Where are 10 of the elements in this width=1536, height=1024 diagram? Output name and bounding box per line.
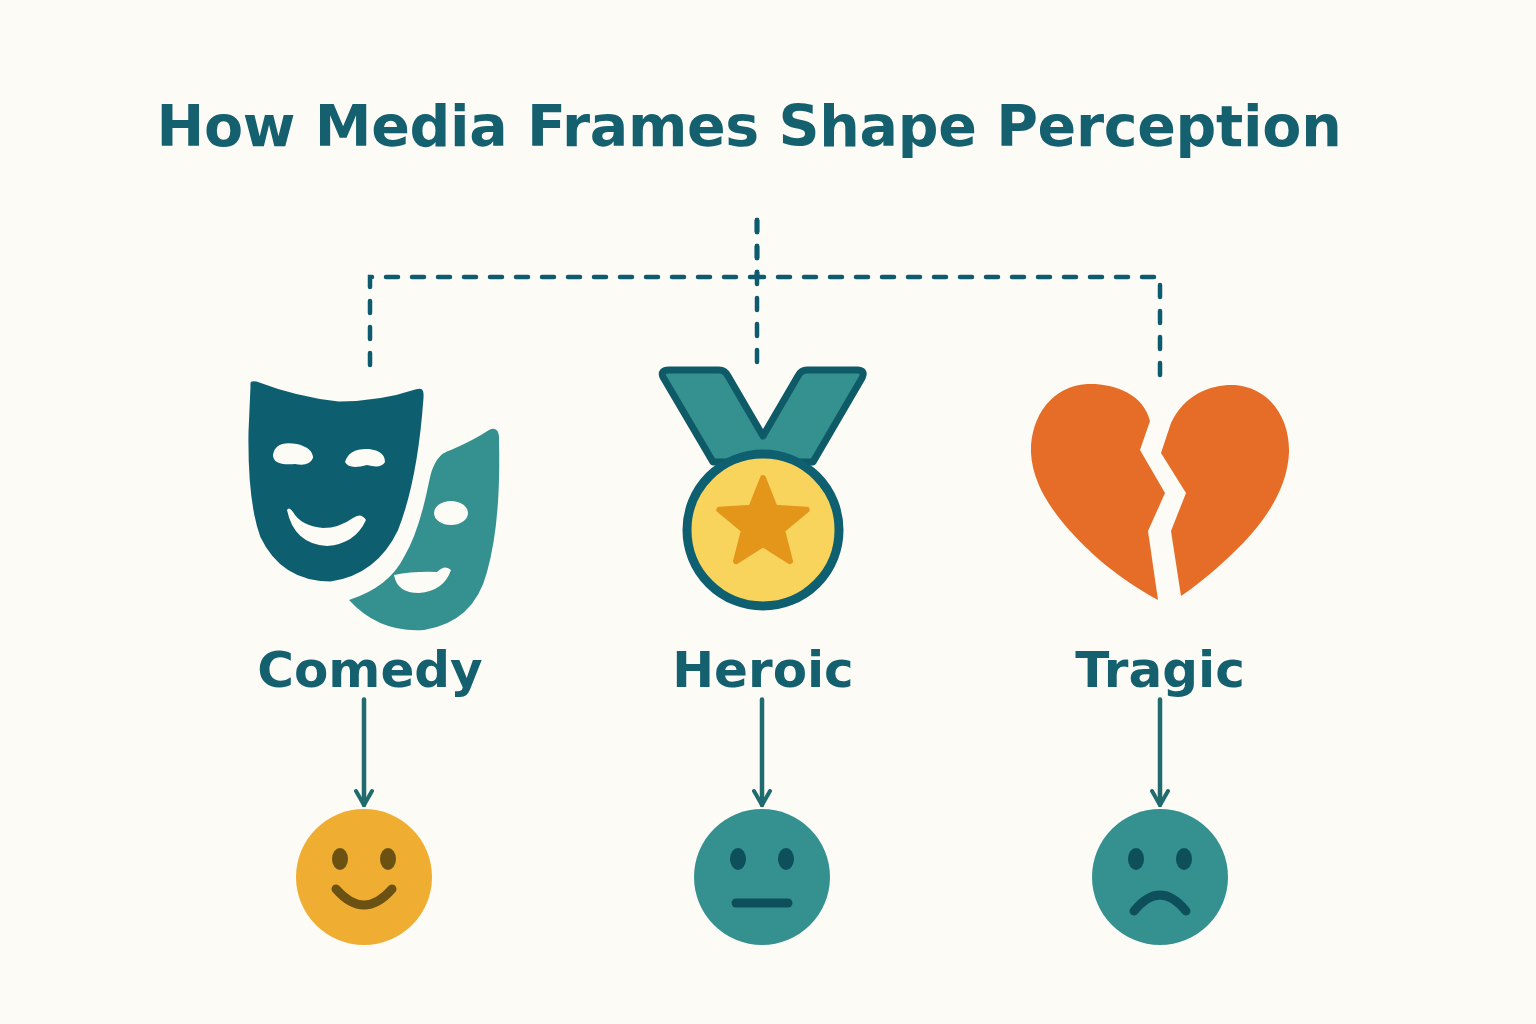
arrow xyxy=(354,697,374,808)
frame-label: Heroic xyxy=(672,642,854,700)
arrow xyxy=(752,697,772,808)
frame-label: Comedy xyxy=(257,642,483,700)
frame-label: Tragic xyxy=(1075,642,1245,700)
sad-face-icon xyxy=(1090,807,1230,947)
smiling-face-icon xyxy=(294,807,434,947)
arrow xyxy=(1150,697,1170,808)
neutral-face-icon xyxy=(692,807,832,947)
diagram-title: How Media Frames Shape Perception xyxy=(156,94,1342,160)
